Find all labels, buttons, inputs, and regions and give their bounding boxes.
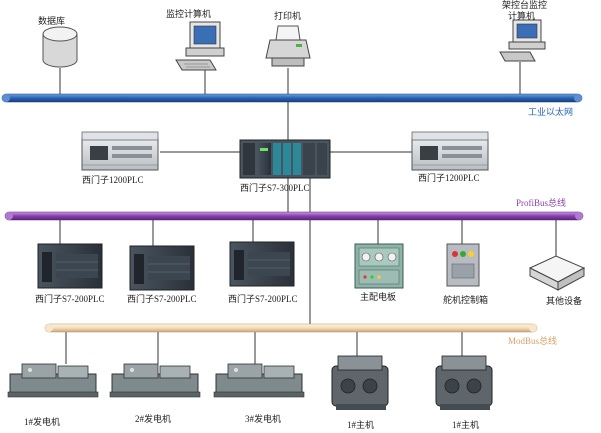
- other-equipment-icon: [528, 255, 586, 291]
- profibus-bus: [4, 211, 584, 221]
- printer-icon: [265, 25, 311, 67]
- monitor-computer-label: 监控计算机: [166, 8, 211, 19]
- generator-2-icon: [109, 363, 201, 398]
- plc-s7-200-1-icon: [37, 243, 103, 289]
- generator-3-label: 3#发电机: [245, 413, 281, 424]
- database-label: 数据库: [38, 15, 65, 26]
- profibus-bus-label: ProfiBus总线: [516, 197, 566, 208]
- plc-s7-200-2-label: 西门子S7-200PLC: [127, 293, 197, 304]
- plc-s7-300-label: 西门子S7-300PLC: [240, 182, 310, 193]
- main-switchboard-icon: [354, 243, 404, 289]
- plc1200-left-label: 西门子1200PLC: [82, 174, 144, 185]
- console-computer-label-line1: 架控台监控: [502, 0, 547, 10]
- plc1200-left-icon: [81, 131, 159, 171]
- main-engine-2-label: 1#主机: [452, 419, 479, 430]
- main-engine-2-icon: [435, 355, 493, 410]
- generator-3-icon: [213, 363, 305, 398]
- generator-1-icon: [7, 363, 99, 398]
- modbus-bus-label: ModBus总线: [508, 335, 557, 346]
- plc-s7-200-2-icon: [129, 245, 195, 291]
- generator-2-label: 2#发电机: [135, 413, 171, 424]
- modbus-bus: [44, 323, 538, 333]
- plc-s7-200-1-label: 西门子S7-200PLC: [35, 293, 105, 304]
- connection-lines: [59, 62, 557, 364]
- ethernet-bus-label: 工业以太网: [528, 106, 573, 117]
- monitor-computer-icon: [175, 21, 225, 71]
- rudder-control-box-icon: [446, 243, 480, 287]
- console-computer-label-line2: 计算机: [508, 10, 535, 21]
- plc-s7-200-3-icon: [229, 241, 295, 287]
- database-icon: [42, 26, 78, 68]
- plc1200-right-label: 西门子1200PLC: [418, 172, 480, 183]
- console-computer-icon: [499, 19, 546, 62]
- main-engine-1-label: 1#主机: [347, 419, 374, 430]
- printer-label: 打印机: [274, 10, 301, 21]
- main-switchboard-label: 主配电板: [360, 291, 396, 302]
- ethernet-bus: [1, 93, 583, 103]
- plc-s7-300-icon: [239, 139, 331, 179]
- other-equipment-label: 其他设备: [546, 295, 582, 306]
- plc1200-right-icon: [411, 131, 489, 171]
- rudder-control-box-label: 舵机控制箱: [443, 294, 488, 305]
- main-engine-1-icon: [331, 355, 389, 410]
- plc-s7-200-3-label: 西门子S7-200PLC: [228, 293, 298, 304]
- generator-1-label: 1#发电机: [24, 416, 60, 427]
